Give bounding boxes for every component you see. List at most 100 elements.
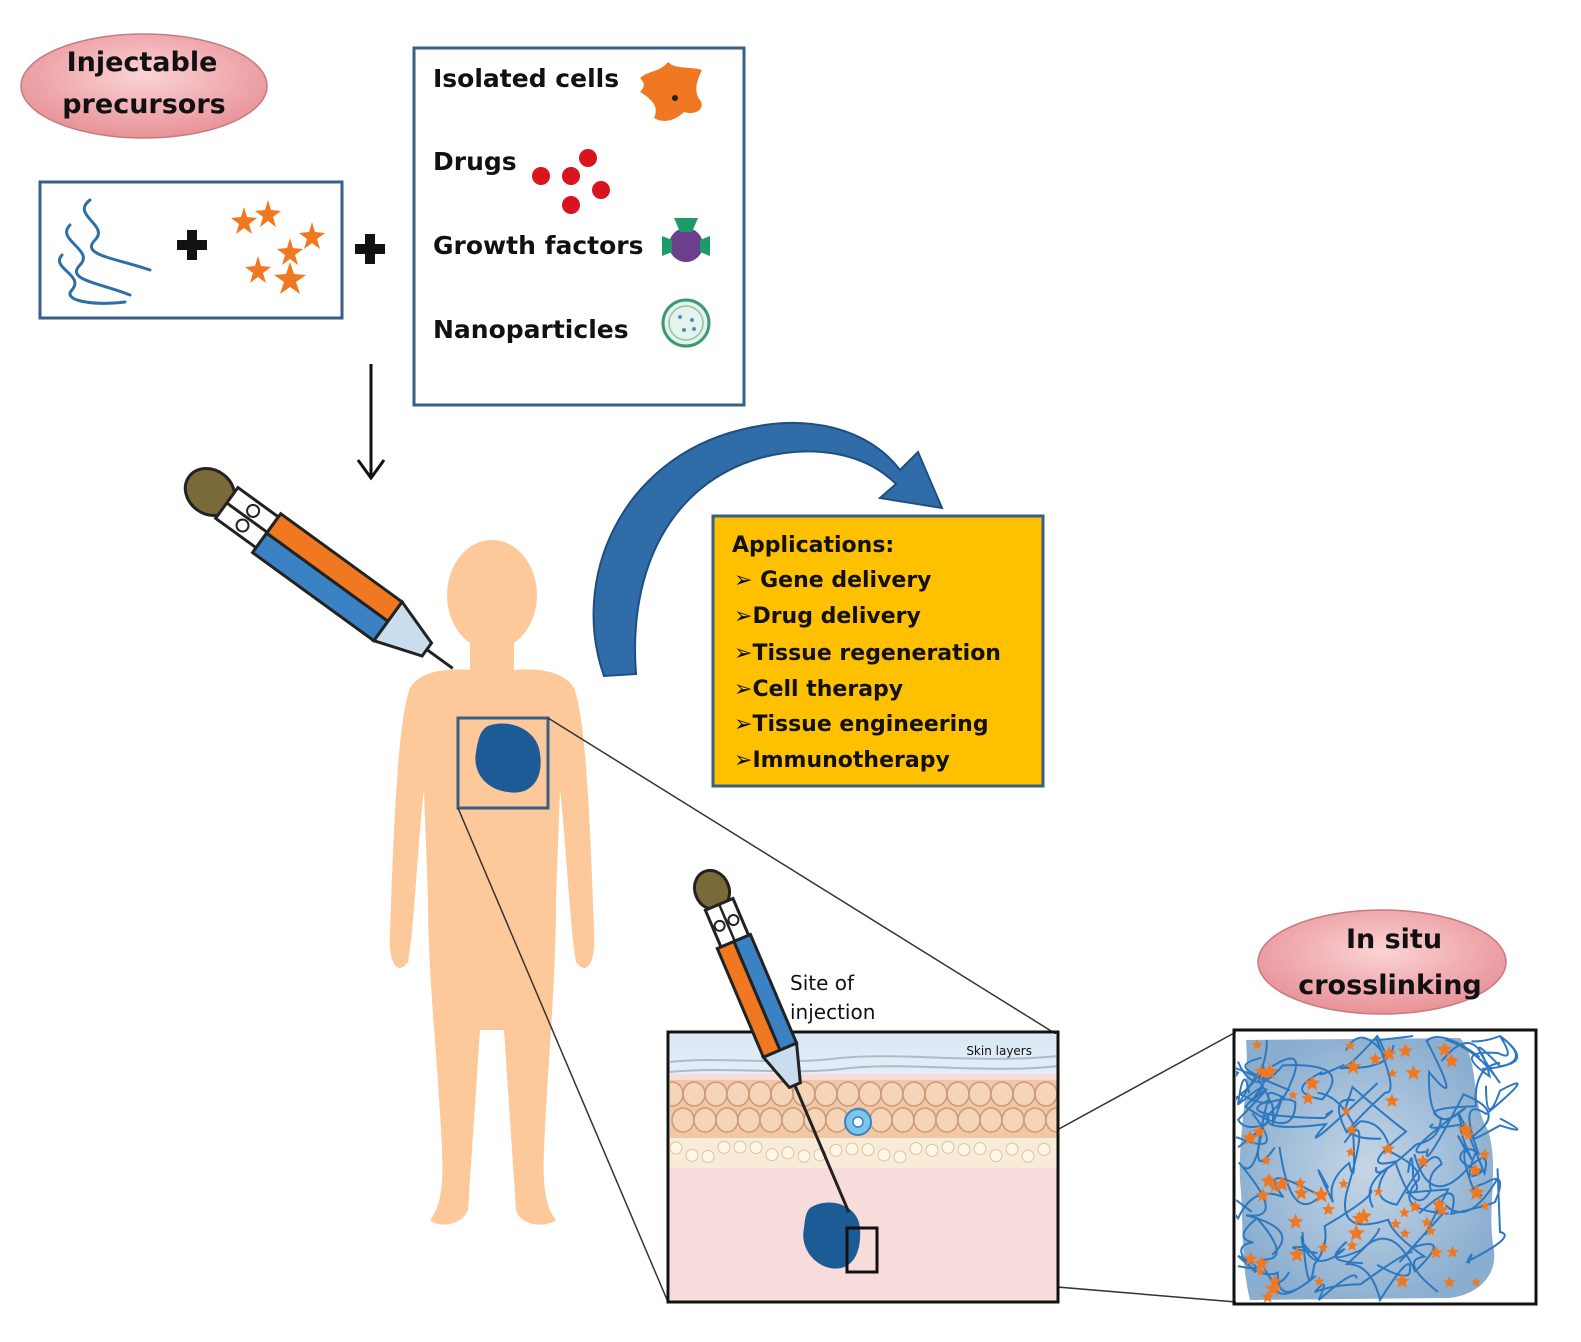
polymer-strand xyxy=(1445,1034,1519,1084)
crosslink-point xyxy=(1321,1202,1335,1216)
crosslink-point xyxy=(1254,1064,1267,1077)
crosslink-point xyxy=(1381,1045,1397,1061)
crosslink-point xyxy=(1261,1290,1274,1303)
skin-cell xyxy=(924,1081,948,1107)
applications-title: Applications: xyxy=(732,533,894,558)
additives-box: Isolated cells Drugs Growth factors Nano… xyxy=(412,46,746,407)
polymer-strand xyxy=(1256,1057,1334,1120)
svg-text:➢ Gene delivery: ➢ Gene delivery xyxy=(734,568,932,593)
fat-cell xyxy=(749,1141,763,1155)
application-tissue-regeneration: Tissue regeneration xyxy=(752,641,1001,666)
crosslink-point xyxy=(1268,1182,1280,1192)
skin-cell xyxy=(913,1107,937,1133)
crosslink-point xyxy=(1345,1123,1358,1135)
skin-cell xyxy=(759,1107,783,1133)
skin-cell xyxy=(891,1107,915,1133)
skin-cell xyxy=(1001,1107,1025,1133)
polymer-strand xyxy=(1457,1125,1486,1177)
crosslink-point xyxy=(1443,1275,1456,1288)
crosslink-point xyxy=(1288,1090,1298,1100)
polymer-strand xyxy=(1237,1040,1270,1106)
polymer-chains-icon xyxy=(58,198,152,305)
skin-cell xyxy=(726,1081,750,1107)
fat-cell xyxy=(797,1149,811,1163)
fat-cell xyxy=(877,1148,891,1162)
crosslink-point xyxy=(1255,1187,1270,1202)
polymer-strand xyxy=(1337,1035,1414,1135)
crosslink-point xyxy=(1368,1052,1382,1065)
polymer-strand xyxy=(1418,1178,1502,1216)
crosslink-point xyxy=(1253,1255,1270,1271)
skin-cell xyxy=(682,1081,706,1107)
crosslink-point xyxy=(1480,1200,1490,1211)
fat-cell xyxy=(989,1149,1003,1163)
crosslink-point xyxy=(1405,1064,1422,1080)
skin-cell xyxy=(814,1081,838,1107)
crosslink-point xyxy=(1394,1273,1410,1288)
crosslink-point xyxy=(1462,1128,1475,1141)
crosslink-point xyxy=(1398,1043,1413,1058)
crosslinker-stars-icon xyxy=(231,200,325,294)
drugs-icon xyxy=(532,149,610,214)
skin-cell xyxy=(781,1107,805,1133)
polymer-strand xyxy=(1334,1212,1445,1273)
fat-cell xyxy=(861,1143,875,1157)
polymer-strand xyxy=(1415,1036,1481,1154)
crosslink-point xyxy=(1252,1124,1266,1138)
crosslink-point xyxy=(1444,1053,1458,1066)
crosslink-point xyxy=(1242,1129,1258,1145)
polymer-strand xyxy=(1266,1082,1379,1139)
curved-arrow-icon xyxy=(592,422,944,678)
additive-label-nanoparticles: Nanoparticles xyxy=(433,315,629,344)
crosslink-point xyxy=(1294,1177,1307,1189)
crosslink-point xyxy=(1313,1275,1325,1287)
crosslink-point xyxy=(1243,1251,1258,1266)
application-gene-delivery: Gene delivery xyxy=(760,568,931,593)
crosslink-point xyxy=(1390,1218,1402,1229)
crosslink-point xyxy=(1345,1147,1356,1157)
fat-cell xyxy=(845,1142,859,1156)
fat-cell xyxy=(701,1149,715,1163)
crosslink-point xyxy=(1288,1246,1305,1262)
polymer-strand xyxy=(1313,1251,1414,1301)
crosslink-point xyxy=(1373,1186,1384,1197)
down-arrow-icon xyxy=(356,364,386,481)
fat-cell xyxy=(781,1146,795,1160)
skin-cell xyxy=(737,1107,761,1133)
crosslink-point xyxy=(1351,1210,1368,1226)
fat-cell xyxy=(925,1143,939,1157)
crosslink-point xyxy=(1387,1068,1398,1078)
site-of-injection-line2: injection xyxy=(790,1000,875,1024)
skin-cell xyxy=(858,1081,882,1107)
skin-cell xyxy=(715,1107,739,1133)
skin-cell xyxy=(990,1081,1014,1107)
svg-text:➢Tissue engineering: ➢Tissue engineering xyxy=(734,712,989,737)
skin-cell xyxy=(1034,1081,1058,1107)
crosslink-point xyxy=(1421,1216,1433,1228)
skin-cell xyxy=(935,1107,959,1133)
crosslink-point xyxy=(1264,1280,1282,1297)
crosslink-point xyxy=(1273,1175,1291,1192)
skin-cell xyxy=(1023,1107,1047,1133)
application-tissue-engineering: Tissue engineering xyxy=(752,712,988,737)
crosslink-point xyxy=(1384,1093,1400,1108)
crosslink-point xyxy=(1381,1141,1395,1155)
syringe-large xyxy=(183,467,454,670)
hydrogel-network-panel xyxy=(1232,1028,1538,1306)
skin-cell xyxy=(671,1107,695,1133)
skin-cell xyxy=(704,1081,728,1107)
application-drug-delivery: Drug delivery xyxy=(752,604,920,629)
fat-cell xyxy=(717,1140,731,1154)
fat-cell xyxy=(1005,1142,1019,1156)
crosslink-point xyxy=(1431,1196,1447,1211)
additive-label-cells: Isolated cells xyxy=(433,64,619,93)
precursors-line1: Injectable xyxy=(67,47,218,78)
crosslink-point xyxy=(1436,1041,1453,1057)
fat-cell xyxy=(765,1148,779,1162)
polymer-strand xyxy=(1368,1156,1443,1208)
crosslink-point xyxy=(1425,1225,1437,1236)
in-situ-crosslinking-label: In situ crosslinking xyxy=(1257,909,1507,1015)
polymer-strand xyxy=(1413,1111,1487,1188)
crosslink-point xyxy=(1260,1173,1276,1188)
application-cell-therapy: Cell therapy xyxy=(752,677,903,702)
